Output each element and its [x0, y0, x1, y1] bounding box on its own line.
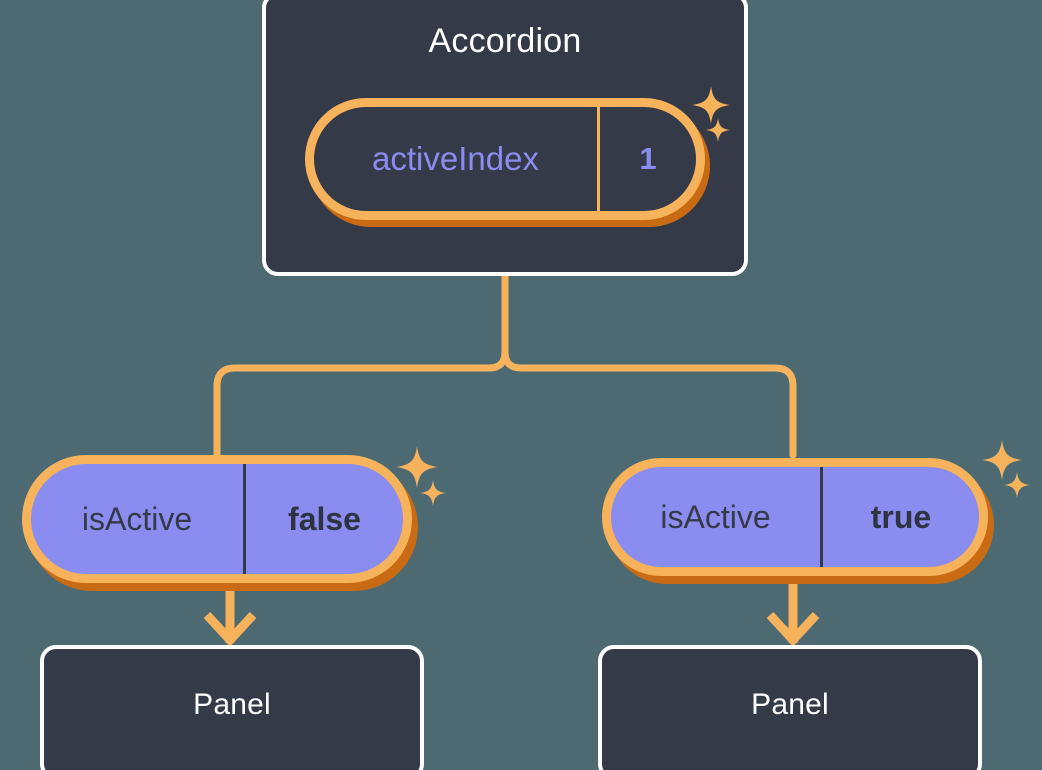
state-pill-active-index[interactable]: activeIndex 1 [305, 98, 705, 220]
arrow-down-icon-left [203, 583, 257, 647]
arrow-down-icon-right [766, 578, 820, 647]
state-pill-value: false [288, 500, 361, 537]
sparkle-icon [396, 446, 438, 488]
state-pill-key: isActive [611, 467, 823, 567]
sparkle-icon [1004, 472, 1030, 498]
panel-node-left[interactable]: Panel [40, 645, 424, 770]
accordion-node-title: Accordion [428, 22, 582, 60]
state-pill-is-active-false[interactable]: isActive false [22, 455, 412, 583]
panel-node-right[interactable]: Panel [598, 645, 982, 770]
connector-root-to-branches-left [213, 348, 509, 459]
sparkle-icon [420, 480, 446, 506]
state-pill-key: activeIndex [314, 107, 600, 211]
panel-node-title: Panel [751, 688, 829, 721]
state-pill-key: isActive [31, 464, 246, 574]
state-pill-is-active-true[interactable]: isActive true [602, 458, 988, 576]
sparkle-icon [982, 440, 1022, 480]
state-pill-value: 1 [639, 141, 657, 176]
connector-root-to-branches [501, 270, 797, 459]
panel-node-title: Panel [193, 688, 271, 721]
state-pill-value: true [870, 498, 932, 535]
